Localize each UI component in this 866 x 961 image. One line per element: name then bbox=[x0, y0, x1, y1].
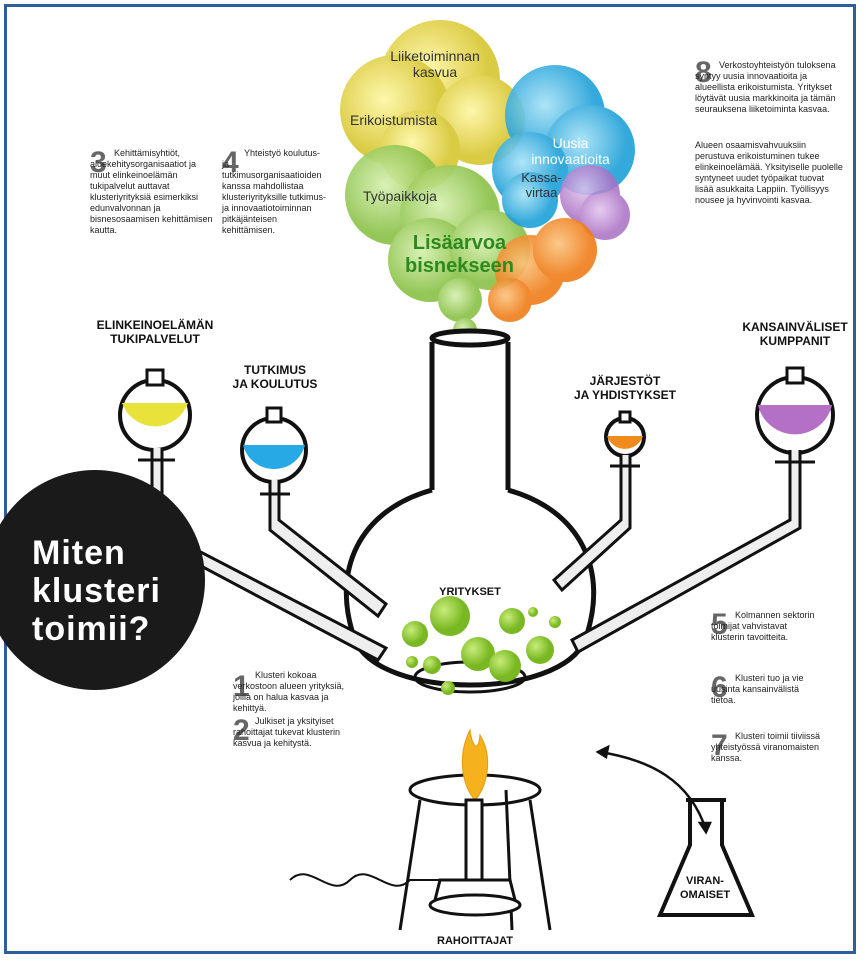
note-1-number: 1 bbox=[233, 670, 250, 703]
note-3-text: Kehittämisyhtiöt, aluekehitysorganisaati… bbox=[90, 148, 213, 235]
note-1-text: Klusteri kokoaa verkostoon alueen yrityk… bbox=[233, 670, 345, 713]
main-question: Miten klusteri toimii? bbox=[32, 534, 162, 648]
label-business-support: ELINKEINOELÄMÄN TUKIPALVELUT bbox=[85, 318, 225, 346]
note-8-text: Verkostoyhteistyön tuloksena syntyy uusi… bbox=[695, 60, 836, 114]
cloud-label-growth: Liiketoiminnan kasvua bbox=[390, 48, 480, 80]
note-6-number: 6 bbox=[711, 671, 728, 704]
cloud-label-jobs: Työpaikkoja bbox=[363, 188, 437, 204]
cloud-orange bbox=[488, 218, 597, 322]
cloud-yellow bbox=[340, 20, 525, 190]
label-financiers: RAHOITTAJAT bbox=[437, 935, 513, 947]
cloud-label-cashflow: Kassa-virtaa bbox=[521, 170, 562, 200]
label-business-support-line1: ELINKEINOELÄMÄN bbox=[96, 318, 214, 332]
label-authorities-line1: VIRAN- bbox=[686, 875, 724, 887]
cloud-label-value-line1: Lisäarvoa bbox=[412, 232, 507, 254]
note-8-text2: Alueen osaamisvahvuuksiin perustuva erik… bbox=[695, 140, 843, 205]
funnel-orange bbox=[551, 410, 646, 593]
main-question-line1: Miten bbox=[32, 534, 126, 572]
note-3-number: 3 bbox=[90, 146, 107, 179]
cloud-label-specialisation: Erikoistumista bbox=[350, 112, 438, 128]
label-authorities: VIRAN- OMAISET bbox=[665, 874, 745, 902]
label-international: KANSAINVÄLISET KUMPPANIT bbox=[725, 320, 865, 348]
cloud-label-innovations: Uusia innovaatioita bbox=[531, 135, 610, 167]
note-2-number: 2 bbox=[233, 714, 250, 747]
question-badge bbox=[0, 470, 205, 690]
cloud-green bbox=[345, 145, 530, 342]
note-7-number: 7 bbox=[711, 729, 728, 762]
main-question-line2: klusteri bbox=[32, 572, 161, 610]
label-organizations: JÄRJESTÖT JA YHDISTYKSET bbox=[555, 374, 695, 402]
label-international-line2: KUMPPANIT bbox=[759, 334, 831, 348]
bunsen-burner bbox=[289, 728, 552, 931]
note-4-number: 4 bbox=[222, 146, 239, 179]
bubbles bbox=[402, 596, 561, 695]
label-research-line2: JA KOULUTUS bbox=[232, 377, 318, 391]
double-arrow bbox=[595, 744, 712, 835]
label-organizations-line1: JÄRJESTÖT bbox=[589, 374, 661, 388]
note-8-number: 8 bbox=[695, 56, 712, 89]
note-2-text: Julkiset ja yksityiset rahoittajat tukev… bbox=[233, 716, 341, 748]
label-companies: YRITYKSET bbox=[439, 586, 501, 598]
label-business-support-line2: TUKIPALVELUT bbox=[110, 332, 200, 346]
note-5-text: Kolmannen sektorin toimijat vahvistavat … bbox=[711, 610, 815, 642]
main-question-line3: toimii? bbox=[32, 610, 151, 648]
label-organizations-line2: JA YHDISTYKSET bbox=[573, 388, 677, 402]
cloud-label-value-line2: bisnekseen bbox=[405, 255, 514, 277]
label-authorities-line2: OMAISET bbox=[679, 889, 731, 901]
label-research: TUTKIMUS JA KOULUTUS bbox=[225, 363, 325, 391]
funnel-blue bbox=[240, 406, 389, 619]
funnel-purple bbox=[570, 366, 835, 655]
cloud-blue bbox=[492, 65, 635, 228]
note-5-number: 5 bbox=[711, 608, 728, 641]
note-7-text: Klusteri toimii tiiviissä yhteistyössä v… bbox=[711, 731, 821, 763]
label-international-line1: KANSAINVÄLISET bbox=[742, 320, 848, 334]
cloud-label-value: Lisäarvoa bisnekseen bbox=[405, 232, 514, 278]
note-4-text: Yhteistyö koulutus- ja tutkimusorganisaa… bbox=[222, 148, 327, 235]
cloud-purple bbox=[560, 165, 630, 240]
label-research-line1: TUTKIMUS bbox=[244, 363, 306, 377]
note-6-text: Klusteri tuo ja vie uusinta kansainvälis… bbox=[711, 673, 804, 705]
outer-frame bbox=[4, 4, 856, 954]
